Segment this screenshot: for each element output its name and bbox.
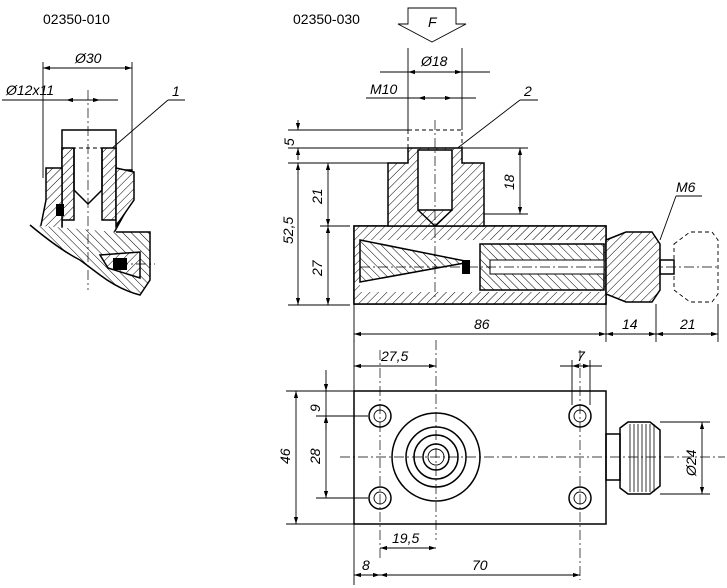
dim-v46: 46 <box>277 448 293 464</box>
title-left: 02350-010 <box>43 11 110 27</box>
force-label: F <box>428 14 438 30</box>
left-section-view: Ø30 Ø12x11 1 <box>2 50 185 296</box>
dim-h275: 27,5 <box>380 348 408 364</box>
dim-d12x11: Ø12x11 <box>5 82 54 98</box>
dim-h70: 70 <box>472 557 488 573</box>
callout-1: 1 <box>172 83 180 99</box>
dim-v5: 5 <box>281 138 297 146</box>
dim-h86: 86 <box>474 316 490 332</box>
dim-h195: 19,5 <box>392 530 419 546</box>
dim-v18: 18 <box>501 174 517 190</box>
callout-2: 2 <box>523 83 532 99</box>
dim-v9: 9 <box>307 404 323 412</box>
dim-h14: 14 <box>622 316 638 332</box>
dim-v21: 21 <box>309 188 325 205</box>
dim-h7: 7 <box>577 348 586 364</box>
dim-h8: 8 <box>362 557 370 573</box>
dim-m10: M10 <box>370 81 397 97</box>
dim-d18: Ø18 <box>420 53 448 69</box>
right-section-view: F Ø18 M10 2 5 52,5 21 27 18 <box>280 7 720 342</box>
dim-v27: 27 <box>309 259 325 277</box>
dim-h21: 21 <box>679 316 696 332</box>
dim-d24: Ø24 <box>683 449 699 477</box>
dim-d30: Ø30 <box>74 50 102 66</box>
plan-view: Ø24 27,5 7 9 28 46 19,5 8 70 <box>277 340 725 585</box>
force-arrow-icon <box>397 7 467 43</box>
dim-v28: 28 <box>307 448 323 465</box>
dim-v525: 52,5 <box>280 217 296 244</box>
title-right: 02350-030 <box>293 11 360 27</box>
dim-m6: M6 <box>676 179 696 195</box>
